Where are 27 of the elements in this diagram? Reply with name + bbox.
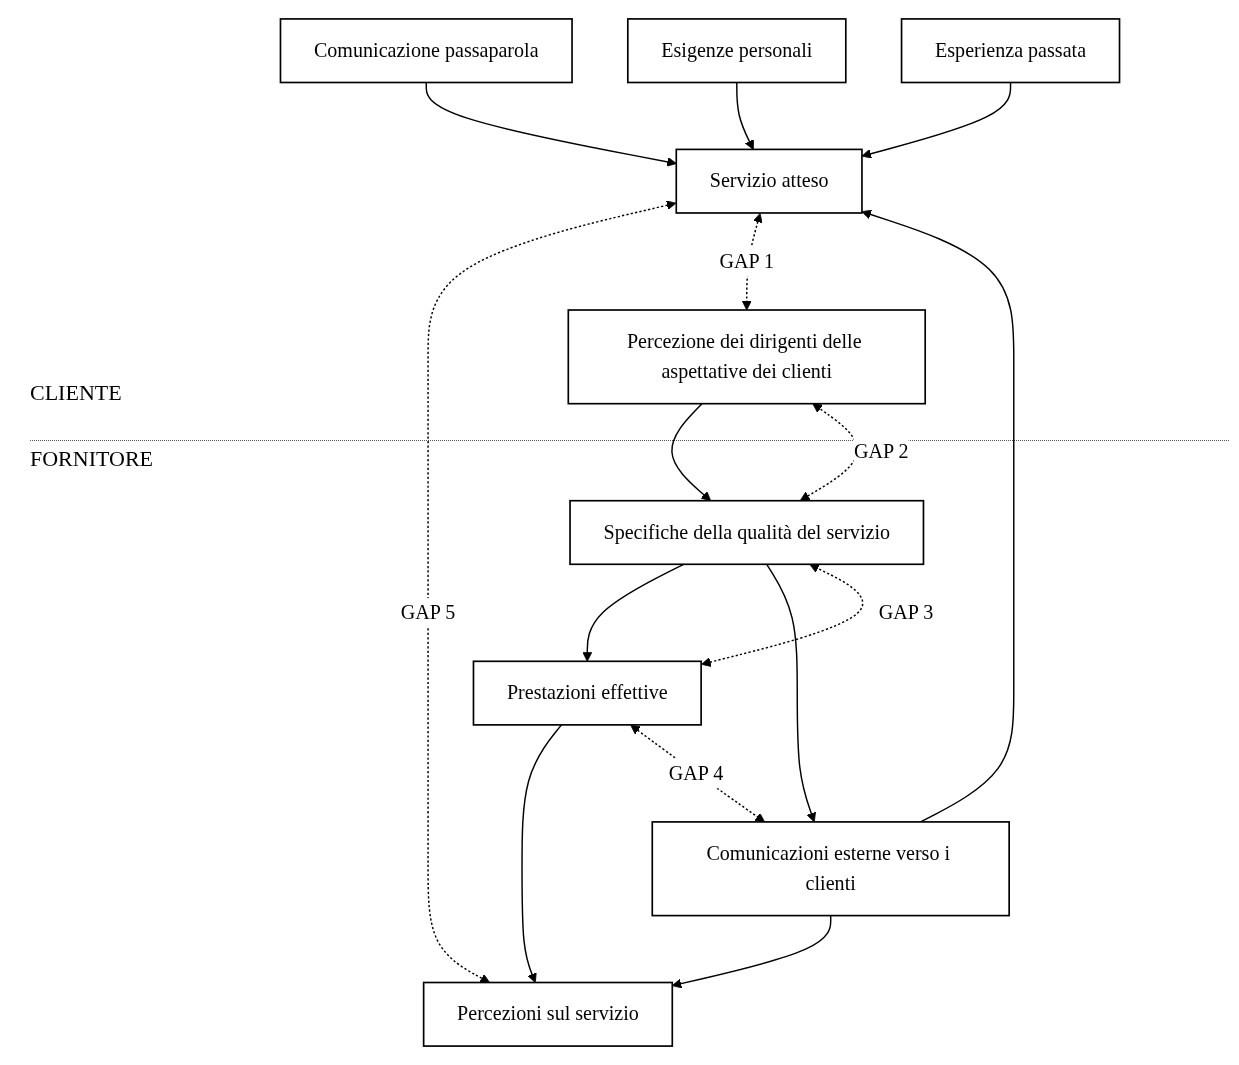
arrow (736, 81, 754, 150)
arrow (582, 563, 685, 662)
node-box: Esigenze personali (626, 18, 847, 84)
node-box: Specifiche della qualità del servizio (569, 499, 925, 566)
side-label: CLIENTE (30, 380, 123, 406)
node-box: Percezioni sul servizio (422, 981, 674, 1047)
edge-label: GAP 5 (400, 601, 456, 624)
arrow (427, 200, 677, 983)
arrow (861, 81, 1012, 159)
arrow (425, 81, 677, 167)
node-box: Esperienza passata (900, 18, 1121, 84)
node-box: Prestazioni effettive (472, 660, 702, 726)
edge-label: GAP 4 (668, 761, 724, 784)
edge-label: GAP 1 (719, 249, 774, 273)
arrow (630, 724, 765, 823)
arrow (671, 402, 712, 502)
arrow (521, 724, 563, 983)
arrow (766, 563, 816, 823)
node-box: Comunicazione passaparola (279, 18, 573, 84)
side-label: FORNITORE (30, 446, 154, 472)
node-box: Servizio atteso (675, 148, 863, 214)
node-box: Percezione dei dirigenti delle aspettative dei clienti (567, 309, 927, 405)
arrow (701, 563, 864, 667)
node-box: Comunicazioni esterne verso i clienti (651, 821, 1010, 917)
edge-label: GAP 3 (878, 601, 934, 624)
arrow (861, 209, 1015, 823)
edge-label: GAP 2 (853, 440, 909, 463)
